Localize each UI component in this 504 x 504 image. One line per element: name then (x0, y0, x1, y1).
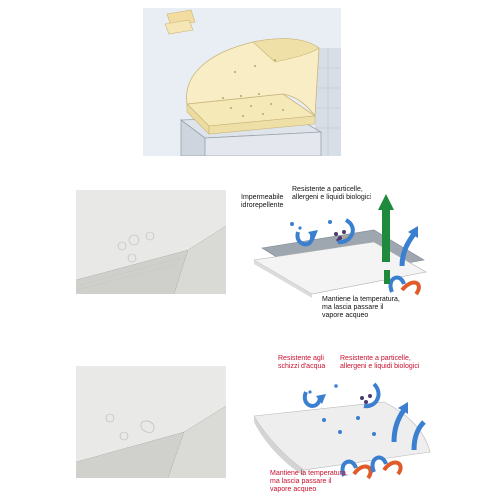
label-particle-resistant: Resistente a particelle, allergeni e liq… (292, 186, 372, 201)
fabric-photo-splash (76, 366, 226, 478)
bed-topper-illustration (143, 8, 341, 156)
layer-diagram-top (234, 180, 434, 330)
layer-diagram-bottom (234, 352, 434, 502)
label-temperature-2: Mantiene la temperatura, ma lascia passa… (270, 470, 348, 493)
label-waterproof: Impermeabile idrorepellente (241, 194, 284, 209)
fabric-photo-waterproof (76, 190, 226, 294)
label-breathable: Traspirante (369, 191, 375, 222)
label-temperature: Mantiene la temperatura, ma lascia passa… (322, 296, 400, 319)
label-particle-resistant-2: Resistente a particelle, allergeni e liq… (340, 355, 420, 370)
label-splash-resistant: Resistente agli schizzi d'acqua (278, 355, 326, 370)
